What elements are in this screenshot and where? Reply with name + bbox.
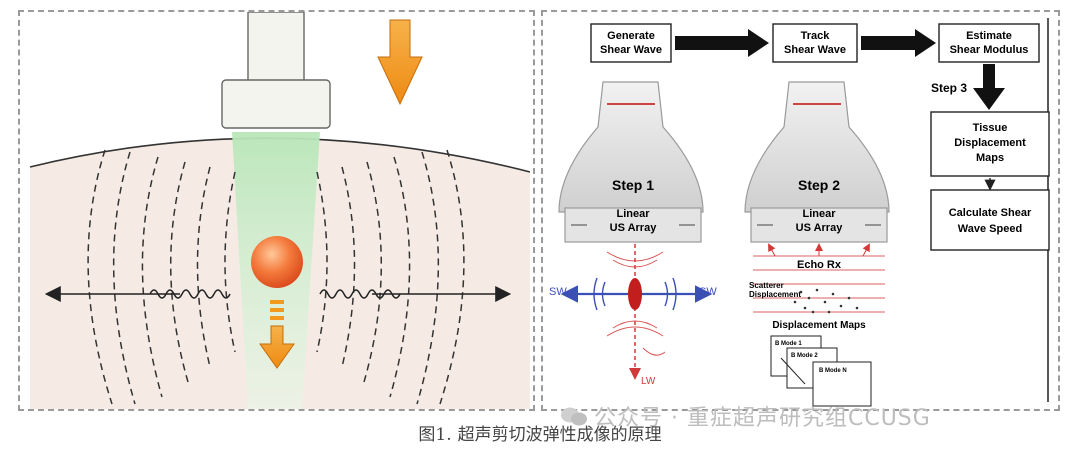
watermark: 公众号 · 重症超声研究组CCUSG [560,400,931,432]
displacement-arrow-icon [259,325,295,369]
motion-bar-3 [270,316,284,320]
sw-right-label: SW [699,286,717,298]
svg-text:Tissue: Tissue [973,122,1008,134]
bmode-stack: B Mode 1 B Mode 2 B Mode N [770,335,872,407]
shear-wave-diagram: SW SW LW [549,244,717,387]
right-wavefronts [316,149,465,405]
flow-estimate-box: Estimate Shear Modulus [938,23,1040,63]
echo-rx-label: Echo Rx [797,259,842,271]
figure-caption-text: 超声剪切波弹性成像的原理 [457,425,662,445]
flow-arrow-1-icon [675,29,769,57]
svg-text:Displacement: Displacement [749,290,801,299]
probe-head [221,79,331,129]
flow-generate-l2: Shear Wave [600,44,662,56]
figure-caption: 图1.超声剪切波弹性成像的原理 [0,420,1080,445]
lw-label: LW [641,376,656,387]
probe-2-step: Step 2 [798,177,840,193]
svg-text:Linear: Linear [802,208,836,220]
svg-text:B Mode 1: B Mode 1 [775,341,802,347]
wechat-icon [560,406,588,428]
motion-bar-1 [270,300,284,304]
echo-rx-region: Echo Rx Scatterer Displacement Displacem… [749,243,885,331]
svg-text:Maps: Maps [976,152,1004,164]
scatterer-dots [793,288,859,314]
probe-1: Step 1 Linear US Array [558,81,704,243]
left-wavefronts [87,149,236,405]
motion-bar-2 [270,308,284,312]
flow-generate-box: Generate Shear Wave [590,23,672,63]
sw-left-label: SW [549,286,567,298]
swe-workflow: Generate Shear Wave Track Shear Wave Est… [549,18,1050,407]
swe-illustration [29,12,531,409]
probe-2: Step 2 Linear US Array [744,81,890,243]
figure-number: 图1. [418,425,452,445]
shear-wiggle-left [149,289,231,299]
flow-arrow-2-icon [861,29,936,57]
step3-arrow-icon [973,64,1005,110]
watermark-text: 公众号 · 重症超声研究组CCUSG [594,406,931,431]
flow-track-l2: Shear Wave [784,44,846,56]
svg-text:B Mode 2: B Mode 2 [791,353,818,359]
flow-estimate-l1: Estimate [966,30,1012,42]
svg-text:US Array: US Array [610,222,658,234]
svg-text:Wave Speed: Wave Speed [958,223,1022,235]
svg-text:Displacement: Displacement [954,137,1026,149]
svg-text:US Array: US Array [796,222,844,234]
shear-wiggle-right [319,289,401,299]
displacement-maps-label: Displacement Maps [772,320,866,331]
probe-handle [247,12,305,83]
flow-track-box: Track Shear Wave [772,23,858,63]
push-arrow-icon [377,19,423,106]
left-illustration-panel [18,10,535,411]
focal-lesion-ball [251,236,303,288]
right-workflow-panel: Generate Shear Wave Track Shear Wave Est… [541,10,1060,411]
tissue-maps-box: Tissue Displacement Maps [930,111,1050,177]
svg-text:Scatterer: Scatterer [749,281,784,290]
step3-label: Step 3 [931,81,967,95]
probe-1-step: Step 1 [612,177,654,193]
flow-track-l1: Track [801,30,831,42]
svg-text:B Mode N: B Mode N [819,368,847,374]
flow-generate-l1: Generate [607,30,655,42]
flow-estimate-l2: Shear Modulus [950,44,1029,56]
svg-text:Calculate Shear: Calculate Shear [949,207,1032,219]
calc-speed-box: Calculate Shear Wave Speed [930,189,1050,251]
svg-text:Linear: Linear [616,208,650,220]
